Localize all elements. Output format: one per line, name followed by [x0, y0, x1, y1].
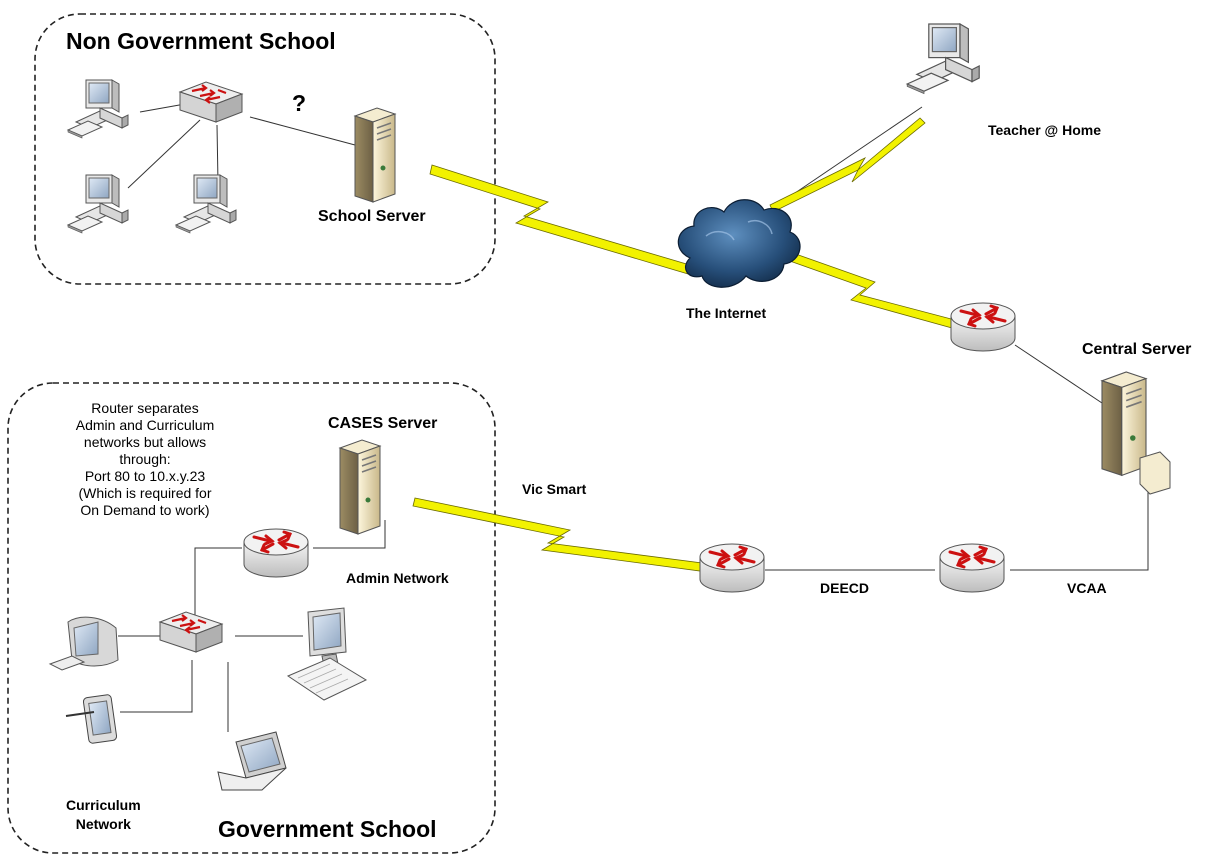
government-school-title: Government School: [218, 816, 437, 842]
router-icon: [949, 301, 1017, 353]
lan-links: [118, 103, 1149, 732]
router-icon: [242, 527, 310, 579]
school-server-icon: [354, 107, 396, 203]
admin-network-label: Admin Network: [346, 570, 449, 586]
central-server-icon: [1101, 371, 1171, 495]
non-government-school-title: Non Government School: [66, 28, 336, 54]
imac-icon: [48, 616, 119, 671]
tablet-icon: [65, 694, 118, 744]
central-server-label: Central Server: [1082, 341, 1192, 358]
laptop-icon: [217, 731, 287, 791]
wan-links: [412, 117, 956, 572]
switch-icon: [178, 80, 244, 124]
router-note: Router separates Admin and Curriculum ne…: [75, 400, 215, 518]
school-server-label: School Server: [318, 208, 426, 225]
lcd-monitor-icon: [286, 607, 368, 701]
internet-label: The Internet: [686, 305, 767, 321]
pc-icon: [67, 79, 129, 139]
pc-icon: [67, 174, 129, 234]
cases-server-label: CASES Server: [328, 415, 438, 432]
home-pc-icon: [906, 23, 980, 95]
router-icon: [698, 542, 766, 594]
question-mark: ?: [292, 90, 307, 116]
deecd-label: DEECD: [820, 580, 870, 596]
cases-server-icon: [339, 439, 381, 535]
pc-icon: [175, 174, 237, 234]
vcaa-label: VCAA: [1067, 580, 1107, 596]
curriculum-network-label: Curriculum Network: [66, 797, 141, 832]
router-icon: [938, 542, 1006, 594]
non-government-zone: [34, 13, 496, 285]
government-zone: [7, 382, 496, 854]
switch-icon: [158, 610, 224, 654]
teacher-home-label: Teacher @ Home: [988, 122, 1101, 138]
cloud-icon: [677, 199, 801, 288]
vic-smart-label: Vic Smart: [522, 481, 587, 497]
